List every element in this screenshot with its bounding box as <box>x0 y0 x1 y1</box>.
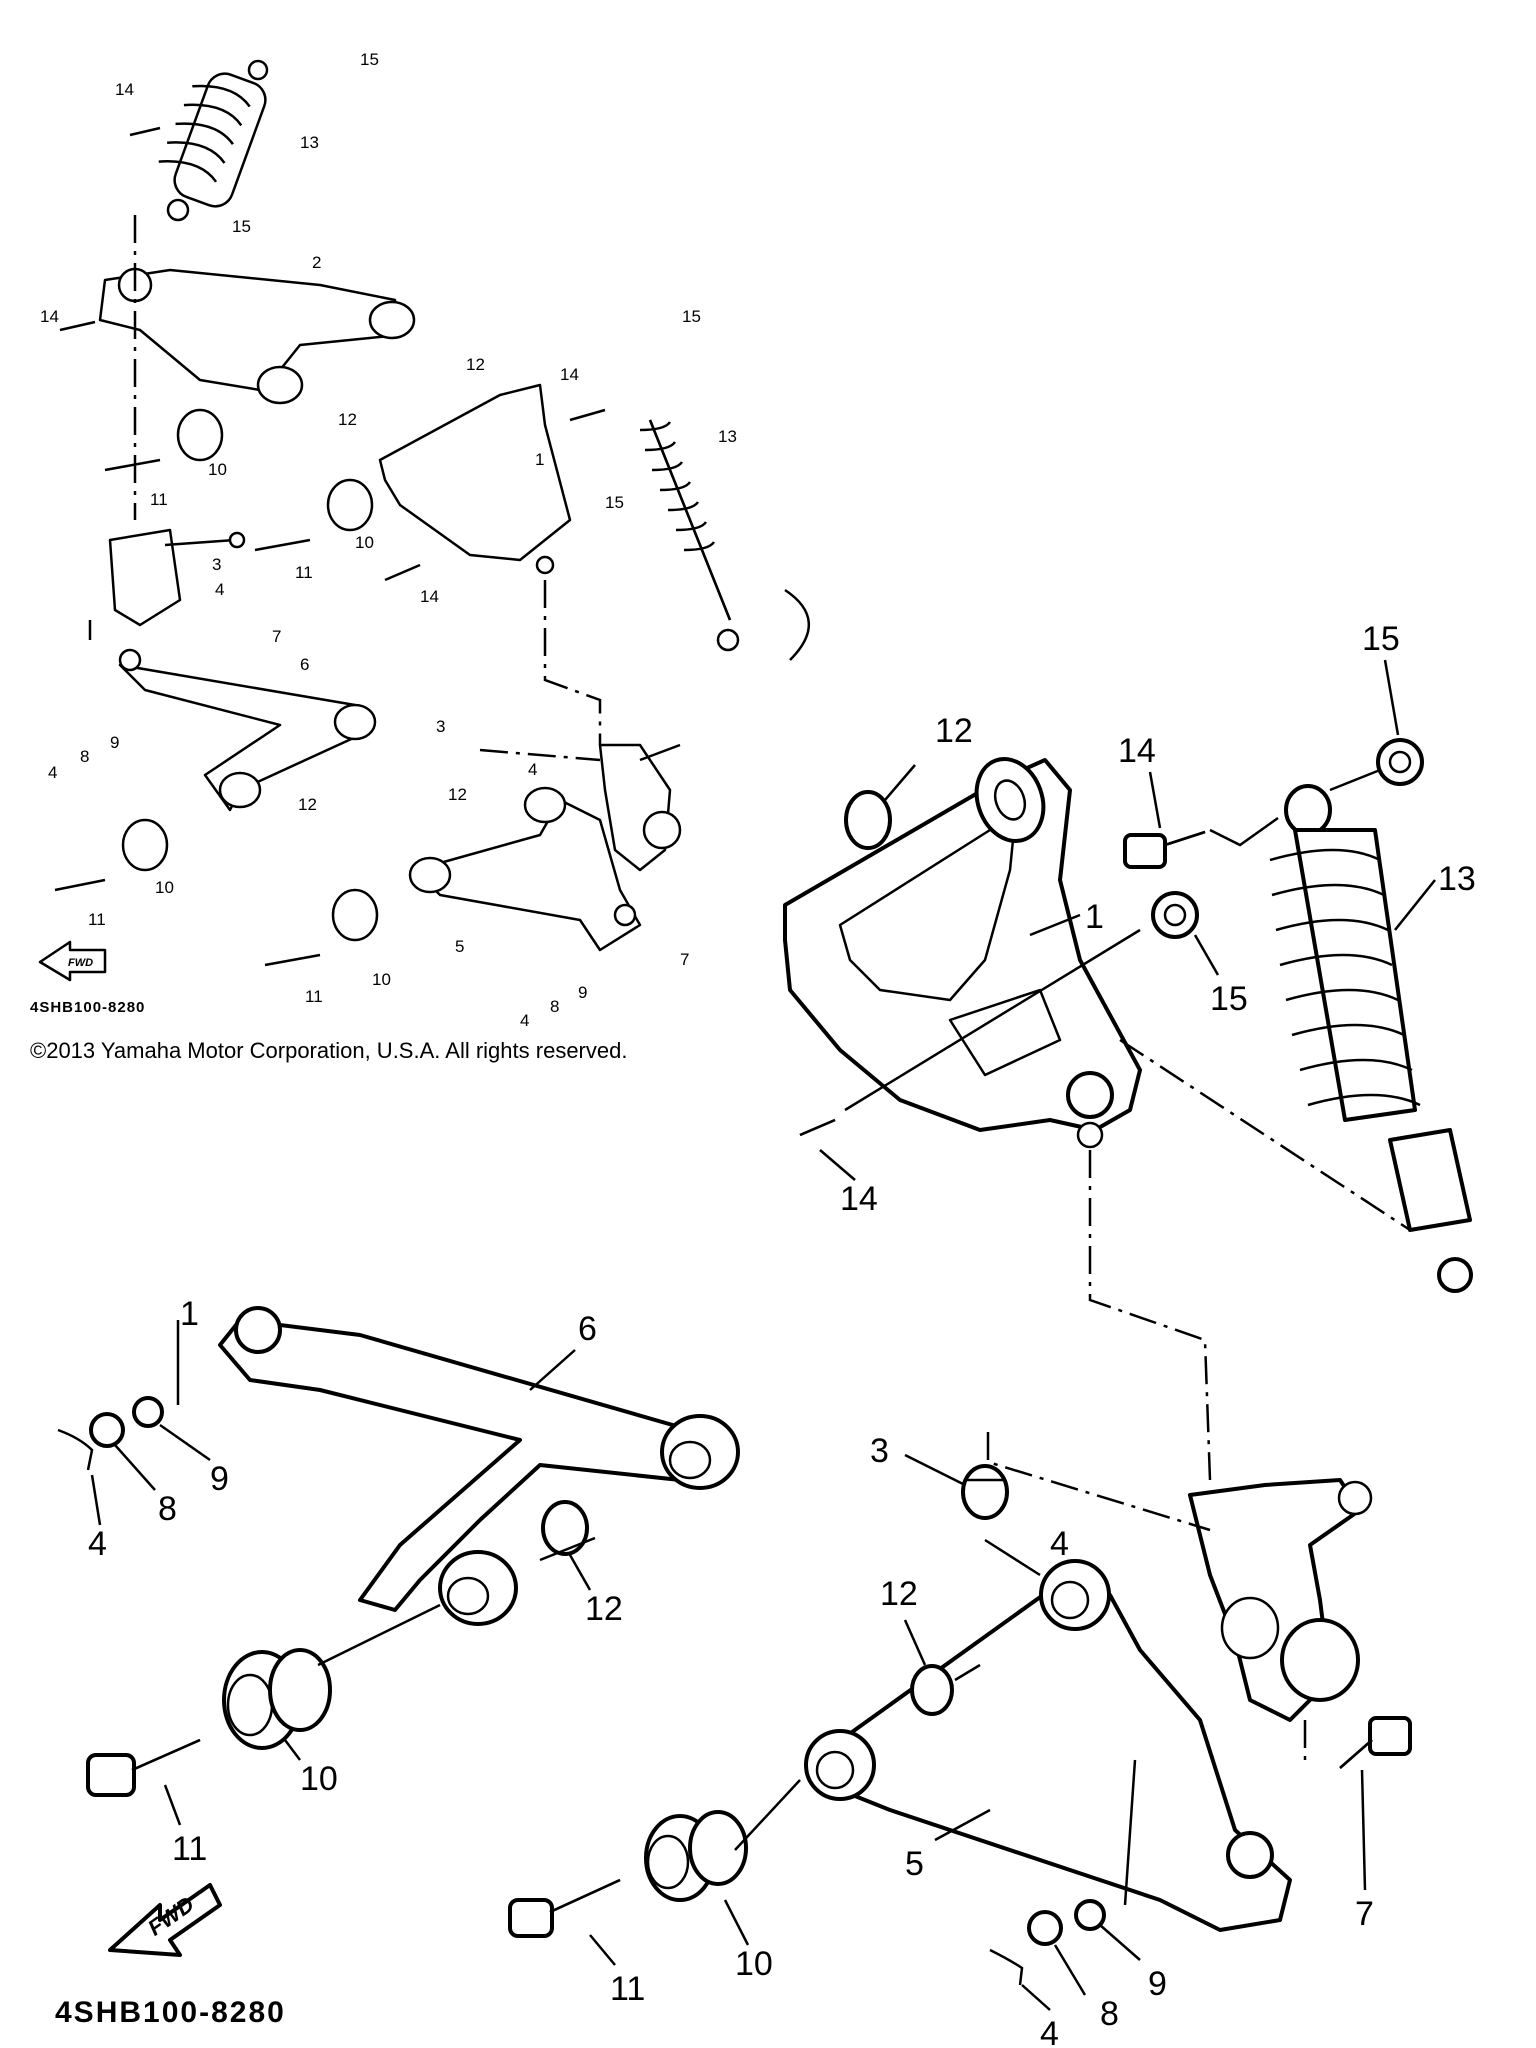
svg-text:11: 11 <box>610 1970 645 2008</box>
svg-text:6: 6 <box>300 655 309 674</box>
detail-upper-arm-assembly <box>783 738 1473 1481</box>
svg-text:4: 4 <box>215 580 224 599</box>
svg-text:5: 5 <box>905 1845 924 1883</box>
svg-text:12: 12 <box>935 712 973 750</box>
detail-lower-arm-5 <box>508 1432 1412 1986</box>
overview-callouts: 15 14 13 15 2 14 12 10 11 12 14 15 13 1 … <box>30 50 737 1030</box>
svg-text:14: 14 <box>840 1180 878 1218</box>
svg-text:15: 15 <box>1210 980 1248 1018</box>
bolt-14-top <box>1123 830 1206 869</box>
nut-8-left <box>89 1412 125 1448</box>
svg-text:9: 9 <box>110 733 119 752</box>
svg-text:14: 14 <box>40 307 59 326</box>
svg-text:1: 1 <box>180 1295 199 1333</box>
nut-8-right <box>1027 1910 1063 1946</box>
svg-text:FWD: FWD <box>68 957 93 969</box>
svg-text:3: 3 <box>870 1432 889 1470</box>
svg-text:10: 10 <box>155 878 174 897</box>
cotter-pin-4-right <box>989 1948 1024 1986</box>
washer-9-left <box>132 1396 164 1428</box>
overview-upper-arm <box>98 268 402 392</box>
svg-text:10: 10 <box>300 1760 338 1798</box>
svg-text:4: 4 <box>88 1525 107 1563</box>
svg-text:14: 14 <box>115 80 134 99</box>
detail-lower-arm-6 <box>57 1306 740 1797</box>
cotter-pin-4-upper <box>984 1538 1041 1577</box>
svg-text:15: 15 <box>360 50 379 69</box>
svg-text:12: 12 <box>585 1590 623 1628</box>
bushing-10-left <box>222 1648 332 1750</box>
svg-text:10: 10 <box>372 970 391 989</box>
svg-text:7: 7 <box>272 627 281 646</box>
svg-text:11: 11 <box>172 1830 207 1868</box>
svg-text:3: 3 <box>212 555 221 574</box>
washer-9-right <box>1074 1899 1106 1931</box>
bushing-10-right <box>644 1810 748 1902</box>
svg-text:10: 10 <box>735 1945 773 1983</box>
svg-text:7: 7 <box>680 950 689 969</box>
svg-text:11: 11 <box>150 490 168 509</box>
shock-absorber-13 <box>1269 784 1473 1293</box>
castle-nut-3 <box>961 1464 1009 1520</box>
svg-text:1: 1 <box>1085 898 1104 936</box>
svg-text:12: 12 <box>448 785 467 804</box>
svg-text:9: 9 <box>1148 1965 1167 2003</box>
svg-text:9: 9 <box>210 1460 229 1498</box>
fwd-arrow-icon: FWD <box>108 1883 222 1957</box>
svg-text:8: 8 <box>1100 1995 1119 2033</box>
detail-callouts: 12 14 15 13 1 15 14 6 1 9 8 4 12 10 11 3… <box>88 620 1476 2048</box>
svg-text:8: 8 <box>550 997 559 1016</box>
svg-text:1: 1 <box>535 450 544 469</box>
svg-text:2: 2 <box>312 253 321 272</box>
svg-text:5: 5 <box>455 937 464 956</box>
svg-text:8: 8 <box>80 747 89 766</box>
svg-text:12: 12 <box>466 355 485 374</box>
steering-knuckle <box>1188 1478 1373 1722</box>
bolt-11-right <box>508 1878 621 1938</box>
svg-text:4: 4 <box>48 763 57 782</box>
svg-text:15: 15 <box>232 217 251 236</box>
svg-text:8: 8 <box>158 1490 177 1528</box>
bolt-7 <box>1339 1716 1412 1769</box>
svg-text:14: 14 <box>560 365 579 384</box>
copyright-notice: ©2013 Yamaha Motor Corporation, U.S.A. A… <box>30 1038 628 1063</box>
svg-text:12: 12 <box>880 1575 918 1613</box>
overview-diagram: FWD <box>38 59 740 982</box>
svg-text:4SHB100-8280: 4SHB100-8280 <box>30 999 145 1016</box>
svg-text:11: 11 <box>295 563 313 582</box>
svg-text:11: 11 <box>88 910 106 929</box>
lower-arm-6 <box>218 1318 702 1612</box>
svg-text:13: 13 <box>1438 860 1476 898</box>
svg-text:9: 9 <box>578 983 587 1002</box>
overview-shock-absorber <box>158 59 269 222</box>
svg-text:12: 12 <box>338 410 357 429</box>
svg-text:10: 10 <box>355 533 374 552</box>
svg-text:10: 10 <box>208 460 227 479</box>
svg-text:15: 15 <box>682 307 701 326</box>
svg-text:6: 6 <box>578 1310 597 1348</box>
cap-12-left <box>541 1500 589 1556</box>
svg-text:4: 4 <box>1050 1525 1069 1563</box>
svg-text:15: 15 <box>605 493 624 512</box>
svg-text:11: 11 <box>305 987 323 1006</box>
svg-text:4: 4 <box>1040 2015 1059 2048</box>
bolt-11-left <box>86 1738 201 1797</box>
overview-fwd-arrow-icon: FWD <box>38 940 107 982</box>
cotter-pin-4-left <box>57 1428 94 1471</box>
svg-text:4: 4 <box>528 760 537 779</box>
cap-12-upper <box>844 790 892 850</box>
svg-text:14: 14 <box>1118 732 1156 770</box>
svg-text:13: 13 <box>718 427 737 446</box>
svg-text:12: 12 <box>298 795 317 814</box>
svg-text:13: 13 <box>300 133 319 152</box>
svg-text:3: 3 <box>436 717 445 736</box>
diagram-code: 4SHB100-8280 <box>55 1996 286 2029</box>
svg-text:15: 15 <box>1362 620 1400 658</box>
svg-text:7: 7 <box>1355 1895 1374 1933</box>
cap-12-right <box>910 1664 954 1716</box>
svg-text:4: 4 <box>520 1011 529 1030</box>
svg-text:14: 14 <box>420 587 439 606</box>
